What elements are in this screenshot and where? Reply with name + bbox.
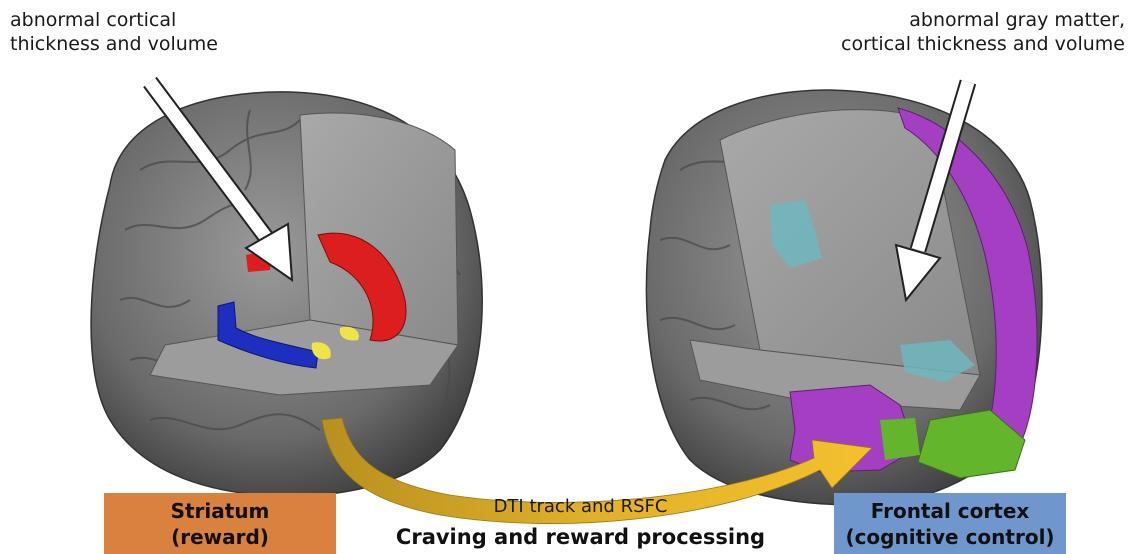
process-label: Craving and reward processing	[0, 525, 1137, 549]
left-annotation-line2: thickness and volume	[10, 32, 218, 56]
left-brain	[91, 92, 482, 496]
track-label: DTI track and RSFC	[0, 496, 1137, 517]
right-brain	[646, 90, 1042, 505]
left-annotation: abnormal cortical thickness and volume	[10, 8, 218, 56]
right-annotation-line2: cortical thickness and volume	[841, 32, 1125, 56]
right-annotation: abnormal gray matter, cortical thickness…	[841, 8, 1125, 56]
right-frontal-green-2	[880, 418, 920, 460]
right-annotation-line1: abnormal gray matter,	[841, 8, 1125, 32]
left-annotation-line1: abnormal cortical	[10, 8, 218, 32]
